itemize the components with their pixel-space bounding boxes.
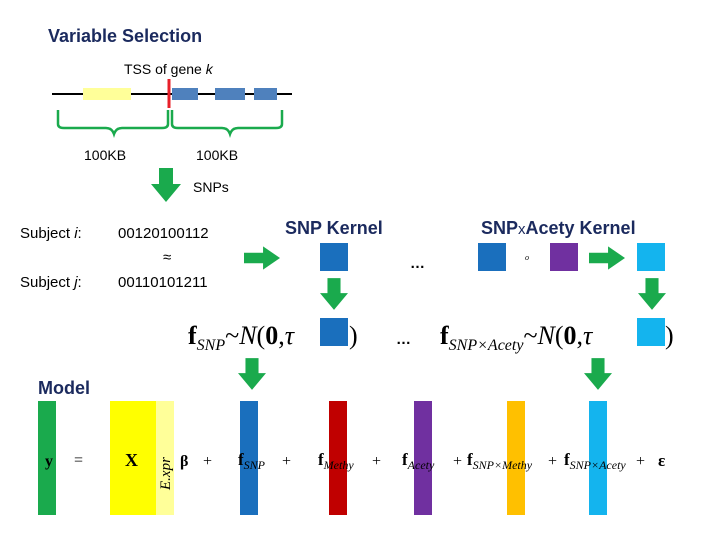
- subject-j-sequence: 00110101211: [118, 274, 208, 291]
- approx-symbol: ≈: [163, 249, 171, 266]
- f-snp-methy-vector: [507, 401, 525, 515]
- beta-symbol: β: [180, 453, 188, 470]
- plus-3: +: [372, 453, 381, 470]
- exon-3: [254, 88, 277, 100]
- snp-kernel-title: SNP Kernel: [285, 218, 383, 238]
- prior-dots: …: [396, 331, 411, 348]
- plus-5: +: [548, 453, 557, 470]
- y-vector: [38, 401, 56, 515]
- kernel-dots: …: [410, 255, 425, 272]
- f-methy-vector: [329, 401, 347, 515]
- snp-prior-formula: fSNP~N(0,τ: [188, 321, 296, 354]
- model-heading: Model: [38, 378, 90, 398]
- interaction-prior-kernel-square: [637, 318, 665, 346]
- subject-j-label: Subject j:: [20, 274, 82, 291]
- interaction-prior-close: ): [665, 321, 674, 350]
- plus-1: +: [203, 453, 212, 470]
- interaction-snp-square: [478, 243, 506, 271]
- x-symbol: X: [125, 450, 138, 470]
- snp-prior-close: ): [349, 321, 358, 350]
- snp-prior-kernel-square: [320, 318, 348, 346]
- f-snp-methy-term: fSNP×Methy: [467, 450, 533, 472]
- expr-label: E.xpr: [158, 457, 174, 491]
- tss-label: TSS of gene k: [124, 61, 214, 77]
- exon-1: [172, 88, 198, 100]
- x-matrix: [110, 401, 156, 515]
- interaction-prior-formula: fSNP×Acety~N(0,τ: [440, 321, 594, 354]
- window-left-label: 100KB: [84, 147, 126, 163]
- f-acety-vector: [414, 401, 432, 515]
- to-kernel-arrow-icon: [244, 246, 280, 270]
- interaction-prior-arrow-icon: [638, 278, 666, 310]
- window-right-label: 100KB: [196, 147, 238, 163]
- f-snp-term: fSNP: [238, 450, 266, 472]
- hadamard-symbol: o: [525, 253, 529, 262]
- subject-i-label: Subject i:: [20, 225, 82, 242]
- interaction-kernel-square: [637, 243, 665, 271]
- equals-sign: =: [74, 452, 83, 469]
- snp-kernel-square: [320, 243, 348, 271]
- epsilon-symbol: ε: [658, 451, 665, 470]
- plus-6: +: [636, 453, 645, 470]
- y-symbol: y: [45, 453, 53, 470]
- upstream-region: [83, 88, 131, 100]
- interaction-acety-square: [550, 243, 578, 271]
- f-methy-term: fMethy: [318, 450, 354, 472]
- snp-prior-arrow-icon: [320, 278, 348, 310]
- right-window-brace: [170, 110, 284, 138]
- f-snp-vector: [240, 401, 258, 515]
- plus-4: +: [453, 453, 462, 470]
- snp-model-arrow-icon: [238, 358, 266, 390]
- left-window-brace: [56, 110, 170, 138]
- f-acety-term: fAcety: [402, 450, 435, 472]
- plus-2: +: [282, 453, 291, 470]
- snps-label: SNPs: [193, 179, 229, 195]
- expr-matrix: [156, 401, 174, 515]
- subject-i-sequence: 00120100112: [118, 225, 209, 242]
- f-snp-acety-term: fSNP×Acety: [564, 450, 626, 472]
- f-snp-acety-vector: [589, 401, 607, 515]
- exon-2: [215, 88, 245, 100]
- variable-selection-heading: Variable Selection: [48, 26, 202, 46]
- interaction-kernel-title: SNPxAcety Kernel: [481, 218, 636, 238]
- interaction-arrow-icon: [589, 246, 625, 270]
- interaction-model-arrow-icon: [584, 358, 612, 390]
- snps-arrow-icon: [151, 168, 181, 202]
